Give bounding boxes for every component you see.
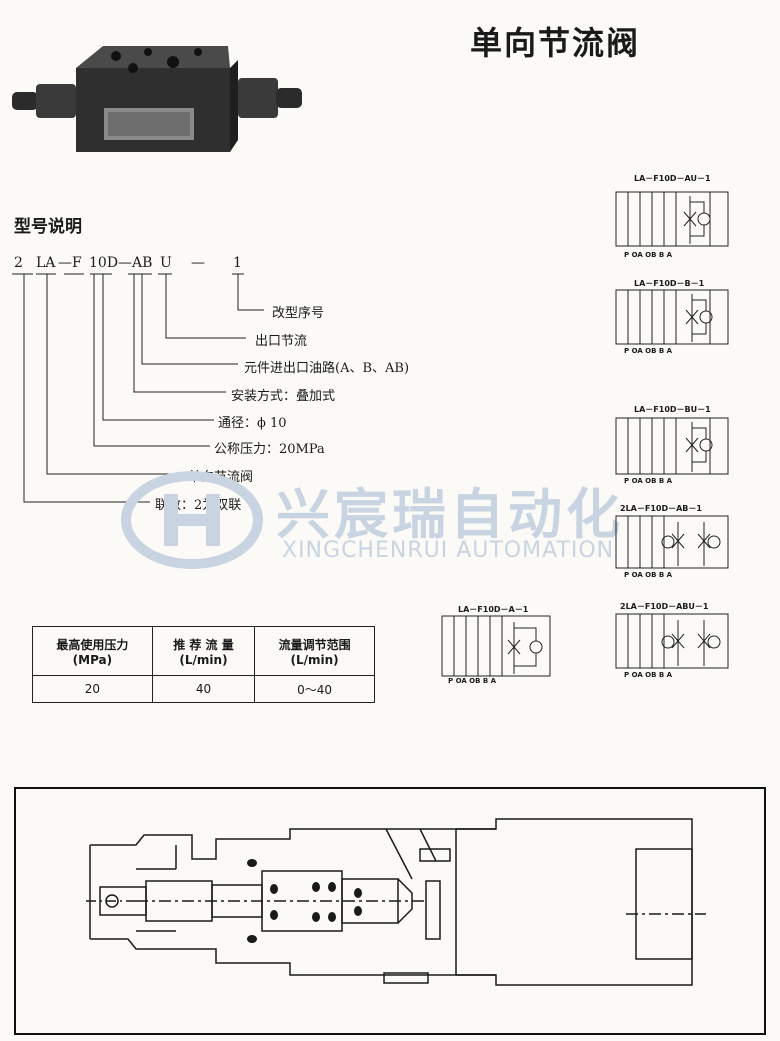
header-max-pressure: 最高使用压力 (MPa) <box>32 626 153 676</box>
code-token-units: 2 <box>14 255 23 271</box>
symbol-ports-a: P OA OB B A <box>448 677 497 685</box>
header-recommended-flow-label: 推 荐 流 量 <box>173 637 234 652</box>
watermark-logo <box>121 471 263 569</box>
symbol-title-b: LA－F10D－B－1 <box>634 279 705 288</box>
explain-size: 通径：ϕ 10 <box>218 416 287 431</box>
symbol-title-a: LA－F10D－A－1 <box>458 605 529 614</box>
code-token-outlet: U <box>160 255 172 271</box>
symbol-title-2abu: 2LA－F10D－ABU－1 <box>620 602 709 611</box>
header-flow-range-unit: (L/min) <box>290 652 339 667</box>
symbol-title-2ab: 2LA－F10D－AB－1 <box>620 504 702 513</box>
explain-mounting: 安装方式：叠加式 <box>231 389 336 404</box>
cross-section-frame <box>14 787 766 1035</box>
code-token-size: 10D <box>89 255 119 271</box>
cross-section-drawing <box>86 818 706 986</box>
header-flow-range-label: 流量调节范围 <box>278 637 351 652</box>
model-section-title: 型号说明 <box>14 217 82 237</box>
hydraulic-symbol-bu <box>615 417 729 475</box>
symbol-title-bu: LA－F10D－BU－1 <box>634 405 711 414</box>
explain-pressure: 公称压力：20MPa <box>214 442 325 457</box>
hydraulic-symbol-a <box>441 615 551 677</box>
cell-recommended-flow: 40 <box>151 675 256 703</box>
spec-table: 最高使用压力 (MPa) 推 荐 流 量 (L/min) 流量调节范围 (L/m… <box>32 626 375 703</box>
code-token-pressure: —F <box>58 255 82 271</box>
header-recommended-flow: 推 荐 流 量 (L/min) <box>151 626 256 676</box>
code-token-port: —AB <box>118 255 153 271</box>
header-max-pressure-unit: (MPa) <box>72 652 113 667</box>
page-title: 单向节流阀 <box>470 24 641 62</box>
symbol-ports-bu: P OA OB B A <box>624 477 673 485</box>
code-token-dash: — <box>191 255 205 271</box>
explain-outlet-throttle: 出口节流 <box>255 334 308 349</box>
symbol-ports-2ab: P OA OB B A <box>624 571 673 579</box>
product-photo <box>8 40 308 158</box>
watermark-text: 兴宸瑞自动化 <box>276 483 624 546</box>
explain-revision: 改型序号 <box>272 306 325 321</box>
hydraulic-symbol-2abu <box>615 613 729 669</box>
header-flow-range: 流量调节范围 (L/min) <box>254 626 375 676</box>
hydraulic-symbol-au <box>615 191 729 247</box>
hydraulic-symbol-b <box>615 289 729 345</box>
header-recommended-flow-unit: (L/min) <box>179 652 228 667</box>
code-token-series: LA <box>36 255 56 271</box>
watermark-subtext: XINGCHENRUI AUTOMATION <box>282 538 615 563</box>
hydraulic-symbol-2ab <box>615 515 729 569</box>
code-token-revision: 1 <box>233 255 242 271</box>
cell-flow-range: 0～40 <box>254 675 375 703</box>
explain-port: 元件进出口油路(A、B、AB) <box>244 361 410 376</box>
header-max-pressure-label: 最高使用压力 <box>56 637 129 652</box>
cell-max-pressure: 20 <box>32 675 153 703</box>
spec-table-header-row: 最高使用压力 (MPa) 推 荐 流 量 (L/min) 流量调节范围 (L/m… <box>32 626 375 676</box>
table-row: 20 40 0～40 <box>32 675 375 703</box>
symbol-ports-2abu: P OA OB B A <box>624 671 673 679</box>
model-leader-lines <box>12 273 264 503</box>
symbol-ports-au: P OA OB B A <box>624 251 673 259</box>
symbol-ports-b: P OA OB B A <box>624 347 673 355</box>
symbol-title-au: LA－F10D－AU－1 <box>634 174 711 183</box>
